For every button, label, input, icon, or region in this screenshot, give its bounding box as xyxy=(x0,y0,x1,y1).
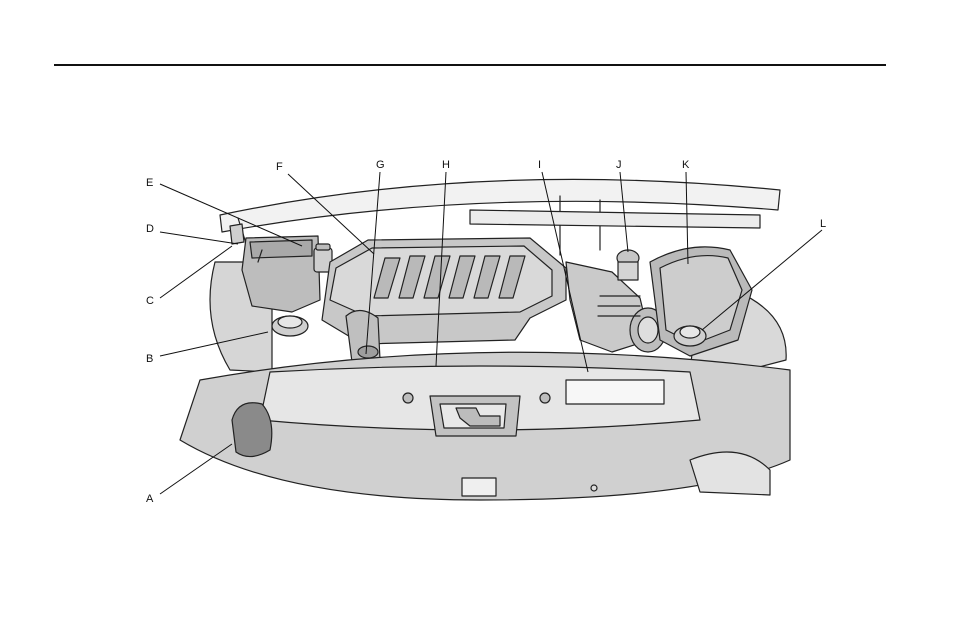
power-steering-cap xyxy=(617,250,639,280)
washer-cap xyxy=(230,224,244,244)
callout-k: K xyxy=(682,159,690,171)
callout-i: I xyxy=(538,159,541,171)
coolant-cap xyxy=(272,316,308,336)
air-intake xyxy=(566,262,666,352)
callout-e: E xyxy=(146,177,153,189)
callout-f: F xyxy=(276,161,283,173)
callout-d: D xyxy=(146,223,154,235)
washer-fluid-cap xyxy=(674,326,706,346)
callout-g: G xyxy=(376,159,385,171)
callout-b: B xyxy=(146,353,153,365)
headlamp xyxy=(232,403,272,457)
callout-h: H xyxy=(442,159,450,171)
oil-fill-tube xyxy=(346,310,380,362)
callout-a: A xyxy=(146,493,154,505)
callout-j: J xyxy=(616,159,622,171)
callout-l: L xyxy=(820,218,826,230)
fuse-block xyxy=(242,236,320,312)
callout-c: C xyxy=(146,295,154,307)
